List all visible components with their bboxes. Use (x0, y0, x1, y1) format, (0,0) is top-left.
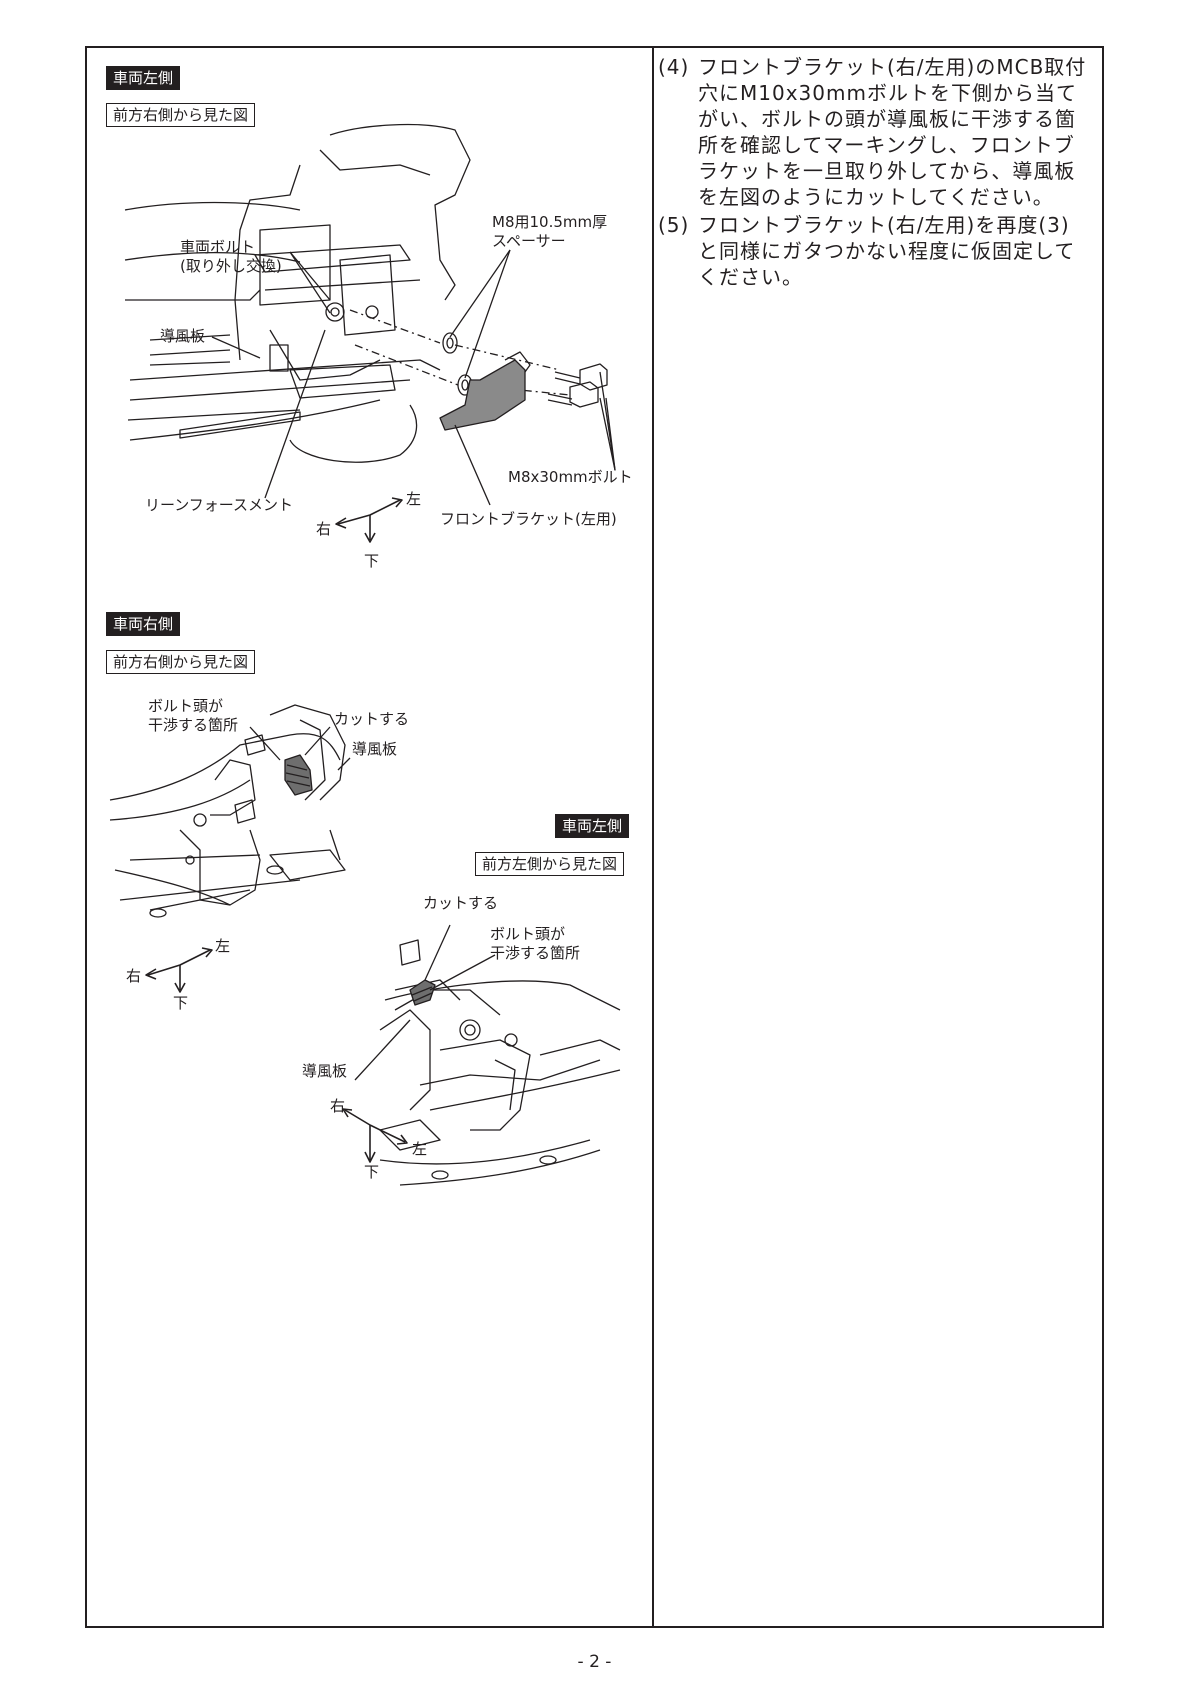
page-frame (85, 46, 1104, 1628)
fig3-view-label: 前方左側から見た図 (475, 852, 625, 876)
fig1-reinforcement-label: リーンフォースメント (145, 496, 294, 514)
fig1-side-tag: 車両左側 (106, 66, 181, 90)
fig1-spacer-label-1: M8用10.5mm厚 (492, 213, 608, 231)
fig1-vehicle-bolt-label: 車両ボルト (180, 238, 256, 256)
fig3-side-tag: 車両左側 (555, 814, 630, 838)
fig1-spacer-label-2: スペーサー (492, 232, 566, 250)
fig1-vehicle-drawing (124, 123, 471, 463)
fig2-dir-right: 右 (126, 967, 142, 985)
fig1-dir-right: 右 (316, 520, 332, 538)
fig2-bolt-head-label-2: 干渉する箇所 (148, 716, 239, 734)
fig1-bolt-label: M8x30mmボルト (508, 468, 633, 486)
fig1-bracket-label: フロントブラケット(左用) (440, 510, 617, 528)
step-5: (5) フロントブラケット(右/左用)を再度(3)と同様にガタつかない程度に仮固… (658, 212, 1090, 290)
fig3-cut-label: カットする (423, 894, 499, 912)
step-number: (4) (658, 55, 690, 79)
fig1-exploded-parts (349, 309, 608, 431)
fig2-deflector-label: 導風板 (352, 740, 398, 758)
fig2-bolt-head-label-1: ボルト頭が (148, 697, 224, 715)
fig3-direction (342, 1108, 408, 1163)
fig2-view-label: 前方右側から見た図 (106, 650, 256, 674)
fig1-deflector-label: 導風板 (160, 327, 206, 345)
fig3-dir-left: 左 (412, 1140, 428, 1158)
step-text: フロントブラケット(右/左用)のMCB取付穴にM10x30mmボルトを下側から当… (698, 55, 1087, 209)
fig1-direction (335, 497, 403, 543)
step-4: (4) フロントブラケット(右/左用)のMCB取付穴にM10x30mmボルトを下… (658, 54, 1090, 210)
fig2-cut-label: カットする (334, 710, 410, 728)
instruction-steps: (4) フロントブラケット(右/左用)のMCB取付穴にM10x30mmボルトを下… (658, 54, 1090, 292)
fig3-bolt-head-label-2: 干渉する箇所 (490, 944, 581, 962)
step-text: フロントブラケット(右/左用)を再度(3)と同様にガタつかない程度に仮固定してく… (698, 213, 1076, 289)
column-divider (652, 46, 654, 1628)
fig1-vehicle-bolt-note: (取り外し交換) (180, 257, 282, 275)
fig2-dir-down: 下 (173, 994, 189, 1012)
fig1-view-label: 前方右側から見た図 (106, 103, 256, 127)
fig2-direction (145, 947, 213, 993)
fig3-dir-right: 右 (330, 1097, 346, 1115)
fig1-leaders (211, 249, 616, 506)
fig3-dir-down: 下 (364, 1163, 380, 1181)
fig3-cut-area (409, 979, 436, 1006)
fig2-side-tag: 車両右側 (106, 612, 181, 636)
fig3-leaders (354, 924, 496, 1081)
fig2-vehicle-drawing (109, 704, 346, 918)
step-number: (5) (658, 213, 690, 237)
fig3-vehicle-drawing (379, 939, 621, 1186)
fig2-leaders (249, 726, 351, 771)
fig1-dir-down: 下 (364, 552, 380, 570)
fig2-cut-area (284, 754, 313, 796)
fig3-deflector-label: 導風板 (302, 1062, 348, 1080)
fig3-bolt-head-label-1: ボルト頭が (490, 925, 566, 943)
fig1-dir-left: 左 (406, 490, 422, 508)
fig2-dir-left: 左 (215, 937, 231, 955)
page-number: - 2 - (577, 1652, 612, 1672)
